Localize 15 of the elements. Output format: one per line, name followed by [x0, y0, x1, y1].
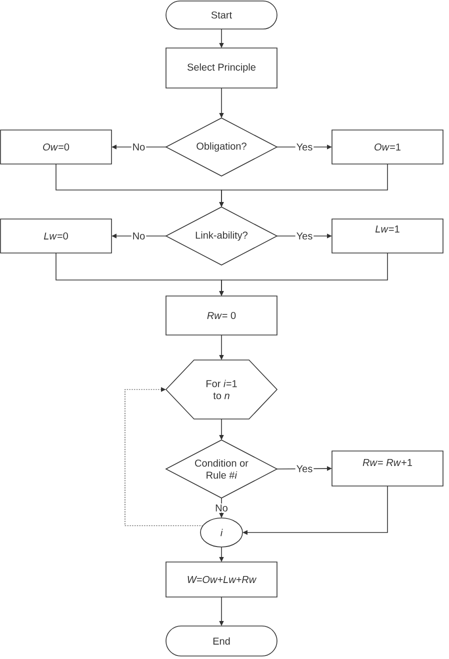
- process-box: W=Ow+Lw+Rw: [166, 562, 278, 598]
- process-box: Lw=1: [332, 218, 444, 254]
- edge-label: No: [131, 142, 146, 152]
- process-box: Select Principle: [166, 48, 278, 88]
- process-box: Rw= Rw+1: [332, 450, 444, 486]
- edge-label: Yes: [295, 232, 314, 240]
- edge-label: No: [214, 504, 229, 512]
- arrow: [124, 387, 204, 526]
- edge-label: Yes: [295, 464, 314, 474]
- process-box: Ow=0: [0, 130, 112, 164]
- edge-label: Yes: [295, 142, 314, 152]
- process-box: Rw= 0: [166, 296, 278, 336]
- process-box: Ow=1: [332, 130, 444, 164]
- process-box: Lw=0: [0, 218, 112, 254]
- edge-label: No: [131, 232, 146, 240]
